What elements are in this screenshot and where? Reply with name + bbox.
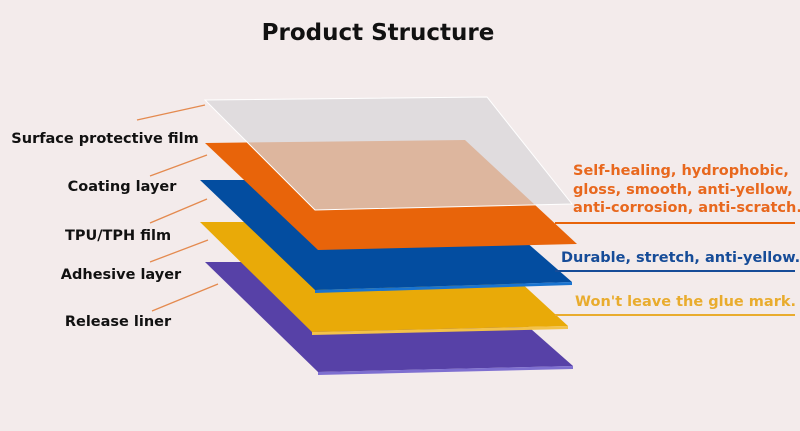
coating-description-line: gloss, smooth, anti-yellow,: [573, 181, 793, 198]
label-adhesive-layer: Adhesive layer: [60, 267, 182, 283]
coating-description-line: anti-corrosion, anti-scratch.: [573, 200, 800, 216]
tpu-description: Durable, stretch, anti-yellow.: [561, 250, 800, 266]
coating-description-line: Self-healing, hydrophobic,: [573, 163, 789, 179]
coating-description: Self-healing, hydrophobic, gloss, smooth…: [573, 162, 800, 218]
adhesive-description: Won't leave the glue mark.: [575, 294, 796, 310]
label-release-liner: Release liner: [64, 314, 172, 330]
leader-lines: [136, 104, 219, 312]
release-liner-edge: [318, 366, 573, 375]
label-surface-protective-film: Surface protective film: [11, 131, 199, 147]
label-tpu-tph-film: TPU/TPH film: [64, 228, 172, 244]
adhesive-edge: [312, 326, 568, 335]
surface-protective-film-layer: [203, 96, 574, 211]
tpu-film-edge: [315, 282, 572, 293]
label-coating-layer: Coating layer: [67, 179, 177, 195]
page-title: Product Structure: [261, 20, 495, 46]
